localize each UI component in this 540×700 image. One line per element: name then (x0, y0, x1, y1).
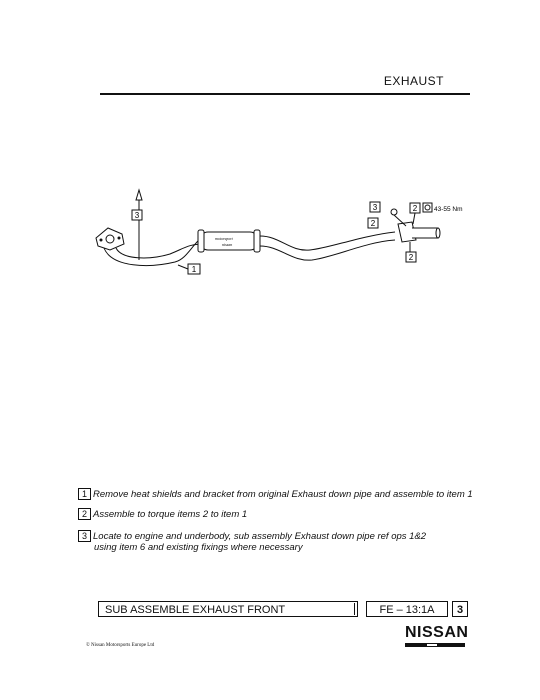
torque-wrench-icon (422, 202, 433, 213)
instruction-num: 1 (78, 488, 91, 500)
logo-stripe (405, 643, 465, 647)
document-code: FE – 13:1A (366, 601, 448, 617)
callout-3a: 3 (135, 211, 140, 220)
instruction-text-cont: using item 6 and existing fixings where … (94, 542, 303, 553)
resonator: motorsport nissan (197, 229, 261, 253)
instruction-num: 3 (78, 530, 91, 542)
callout-2c: 2 (409, 253, 414, 262)
muffler-text-2: nissan (222, 242, 232, 247)
header-rule (100, 93, 470, 95)
rear-flange (390, 208, 441, 252)
page-number: 3 (452, 601, 468, 617)
instruction-text: Remove heat shields and bracket from ori… (93, 489, 473, 500)
callout-3b: 3 (373, 203, 378, 212)
instruction-text: Locate to engine and underbody, sub asse… (93, 531, 427, 542)
rear-pipe (259, 231, 396, 261)
torque-value: 43-55 Nm (434, 206, 463, 213)
section-title: EXHAUST (383, 74, 444, 88)
muffler-text-1: motorsport (215, 236, 234, 241)
callout-1: 1 (192, 265, 197, 274)
nissan-logo: NISSAN (405, 624, 469, 641)
instruction-num: 2 (78, 508, 91, 520)
up-arrow-icon (135, 188, 143, 260)
instruction-text: Assemble to torque items 2 to item 1 (93, 509, 248, 520)
callout-2a: 2 (371, 219, 376, 228)
document-title: SUB ASSEMBLE EXHAUST FRONT (98, 601, 358, 617)
engine-flange (95, 227, 125, 251)
copyright: © Nissan Motorsports Europe Ltd (86, 643, 155, 648)
callout-2b: 2 (413, 204, 418, 213)
